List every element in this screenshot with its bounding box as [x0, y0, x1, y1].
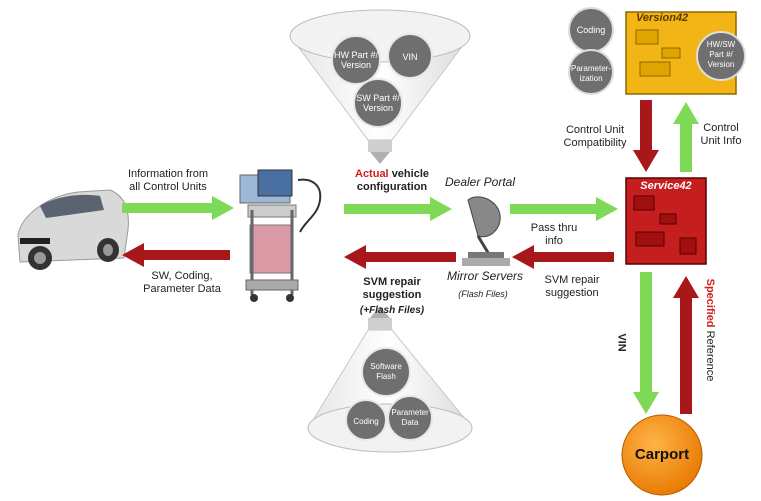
arrow-carport-to-service42 — [673, 276, 699, 414]
arrow-portal-to-tester — [344, 245, 456, 269]
label-plus-flash-files: (+Flash Files) — [359, 305, 425, 316]
label-vehicle-configuration: vehicle configuration — [356, 168, 429, 193]
version42-board — [568, 7, 746, 95]
version42-circle-coding: Coding — [576, 25, 606, 35]
label-dealer-portal: Dealer Portal — [444, 175, 516, 189]
car-image — [17, 189, 129, 270]
label-sw-coding-param: SW, Coding, Parameter Data — [143, 270, 221, 295]
funnel-top-circle-hw: HW Part #/ Version — [334, 50, 379, 70]
label-mirror-servers: Mirror Servers — [446, 269, 523, 283]
funnel-bottom-circle-parameter-data: Parameter Data — [391, 408, 429, 427]
version42-title: Version42 — [636, 12, 689, 24]
arrow-portal-to-service42 — [510, 197, 618, 221]
diagnostic-tester-image — [239, 169, 322, 302]
funnel-bottom-circle-software-flash: Software Flash — [370, 362, 402, 381]
funnel-top-circle-sw: SW Part #/ Version — [356, 93, 400, 113]
service42-title: Service42 — [640, 180, 692, 192]
arrow-tester-to-car — [122, 243, 230, 267]
label-vin: VIN — [615, 333, 628, 352]
label-specified-reference: Specified Reference — [700, 270, 716, 390]
label-reference: Reference — [704, 330, 716, 382]
version42-circle-hwsw: HW/SW Part #/ Version — [706, 40, 736, 69]
carport-circle — [621, 414, 703, 496]
arrow-service42-to-version42 — [673, 102, 699, 172]
arrow-service42-to-carport — [633, 272, 659, 414]
label-svm-repair-suggestion: SVM repair suggestion — [544, 274, 600, 299]
arrow-tester-to-portal — [344, 197, 452, 221]
arrow-version42-to-service42 — [633, 100, 659, 172]
label-flash-files: (Flash Files) — [458, 289, 508, 299]
funnel-top-circle-vin: VIN — [402, 52, 418, 62]
label-actual: Actual — [355, 168, 389, 180]
service42-board — [625, 177, 707, 265]
top-funnel — [289, 9, 471, 164]
label-info-from-units: Information from all Control Units — [127, 168, 209, 193]
label-control-unit-info: Control Unit Info — [700, 122, 742, 147]
label-pass-thru-info: Pass thru info — [530, 222, 578, 247]
carport-label: Carport — [634, 446, 690, 463]
label-specified: Specified — [704, 278, 716, 328]
arrow-service42-to-portal — [512, 245, 614, 269]
label-actual-vehicle-configuration: Actual vehicle configuration — [338, 168, 446, 194]
satellite-dish-image — [462, 196, 510, 266]
arrow-car-to-tester — [122, 196, 234, 220]
version42-circle-parameterization: Parameter-ization — [570, 64, 611, 83]
label-control-unit-compatibility: Control Unit Compatibility — [563, 124, 627, 149]
label-svm-repair-suggestion-bold: SVM repair suggestion — [362, 276, 422, 301]
bottom-funnel — [307, 306, 473, 453]
funnel-bottom-circle-coding: Coding — [353, 417, 379, 426]
